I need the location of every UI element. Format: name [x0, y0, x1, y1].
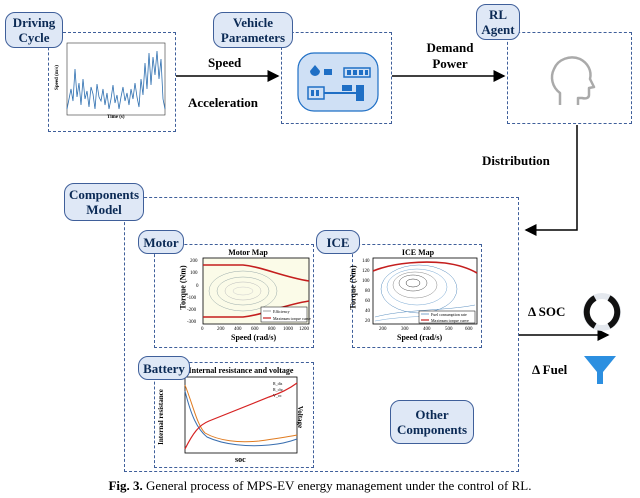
tag-other-components: Other Components: [390, 400, 474, 444]
battery-ylabel-right: Voltage: [296, 405, 305, 429]
driving-cycle-box: Time (s) Speed (m/s): [48, 32, 176, 132]
motor-map-title: Motor Map: [228, 248, 268, 257]
motor-xtick-6: 1000: [283, 327, 294, 332]
ice-map-ylabel: Torque (Nm): [348, 265, 358, 310]
rl-agent-box: [507, 32, 632, 124]
ice-ytick-4: 80: [365, 289, 371, 294]
tag-vehicle-parameters: Vehicle Parameters: [213, 12, 293, 48]
label-speed: Speed: [208, 55, 242, 70]
label-delta-soc: Δ SOC: [528, 304, 566, 319]
battery-ylabel-left: Internal resistance: [156, 389, 165, 445]
motor-ytick-2: 100: [190, 271, 198, 276]
battery-legend-1: R_dis: [273, 381, 283, 386]
ice-ytick-7: 20: [365, 319, 371, 324]
caption-text: General process of MPS-EV energy managem…: [142, 478, 532, 493]
ice-ytick-5: 60: [365, 299, 371, 304]
label-demand-power: Demand Power: [426, 40, 474, 71]
arrow-distribution: [524, 125, 578, 236]
battery-legend-3: V_oc: [273, 393, 282, 398]
motor-box: Motor Map Efficiency Maximum torque curv…: [154, 244, 314, 348]
driving-cycle-xlabel: Time (s): [107, 115, 125, 120]
battery-title: Internal resistance and voltage: [188, 366, 294, 375]
ice-ytick-2: 120: [362, 269, 370, 274]
ice-map-xlabel: Speed (rad/s): [397, 333, 443, 342]
label-acceleration: Acceleration: [188, 95, 259, 110]
battery-chart: R_dis R_chr V_oc: [184, 376, 298, 454]
motor-ytick-4: -100: [187, 296, 197, 301]
motor-xtick-5: 800: [268, 327, 276, 332]
motor-ytick-5: -200: [187, 308, 197, 313]
battery-plot: Internal resistance and voltage R_dis R_…: [157, 365, 313, 467]
tag-motor: Motor: [138, 230, 184, 254]
soc-gauge-icon: [583, 293, 621, 331]
motor-xtick-3: 400: [234, 327, 242, 332]
motor-map-xlabel: Speed (rad/s): [231, 333, 277, 342]
tag-rl-agent: RL Agent: [476, 4, 520, 40]
ice-legend-2: Maximum torque curve: [431, 318, 469, 323]
motor-xtick-2: 200: [217, 327, 225, 332]
driving-cycle-ylabel: Speed (m/s): [54, 65, 60, 90]
ice-legend-1: Fuel consumption rate: [431, 312, 467, 317]
head-icon: [550, 56, 596, 105]
motor-ytick-3: 0: [196, 284, 199, 289]
caption-label: Fig. 3.: [108, 478, 143, 493]
motor-xtick-4: 600: [251, 327, 259, 332]
motor-legend-2: Maximum torque curve: [273, 316, 311, 321]
motor-xtick-7: 1200: [299, 327, 310, 332]
ice-xtick-4: 500: [445, 327, 453, 332]
label-distribution: Distribution: [482, 153, 550, 168]
tag-driving-cycle: Driving Cycle: [5, 12, 63, 48]
driving-cycle-chart: [66, 42, 166, 116]
motor-legend-1: Efficiency: [273, 309, 290, 314]
vehicle-icon: [297, 52, 379, 112]
ice-map-chart: Fuel consumption rate Maximum torque cur…: [362, 257, 478, 332]
battery-xlabel: soc: [235, 455, 246, 464]
ice-xtick-2: 300: [401, 327, 409, 332]
motor-map-plot: Motor Map Efficiency Maximum torque curv…: [179, 247, 313, 347]
tag-ice: ICE: [316, 230, 360, 254]
ice-ytick-6: 40: [365, 309, 371, 314]
motor-map-ylabel: Torque (Nm): [178, 265, 188, 310]
ice-map-title: ICE Map: [401, 248, 435, 257]
fuel-funnel-icon: [584, 356, 616, 384]
ice-xtick-1: 200: [379, 327, 387, 332]
ice-xtick-5: 600: [465, 327, 473, 332]
ice-map-plot: ICE Map Fuel consumption rate Maximum to…: [349, 247, 481, 347]
motor-xtick-1: 0: [201, 327, 204, 332]
ice-box: ICE Map Fuel consumption rate Maximum to…: [349, 244, 482, 348]
tag-components-model: Components Model: [64, 183, 144, 221]
ice-ytick-3: 100: [362, 279, 370, 284]
motor-ytick-6: -300: [187, 320, 197, 325]
ice-ytick-1: 140: [362, 259, 370, 264]
motor-ytick-1: 200: [190, 259, 198, 264]
driving-cycle-plot: Time (s) Speed (m/s): [54, 39, 169, 127]
vehicle-parameters-box: [281, 32, 392, 124]
tag-battery: Battery: [138, 356, 190, 380]
label-delta-fuel: Δ Fuel: [532, 362, 568, 377]
figure-caption: Fig. 3. General process of MPS-EV energy…: [0, 478, 640, 494]
battery-legend-2: R_chr: [273, 387, 283, 392]
ice-xtick-3: 400: [423, 327, 431, 332]
